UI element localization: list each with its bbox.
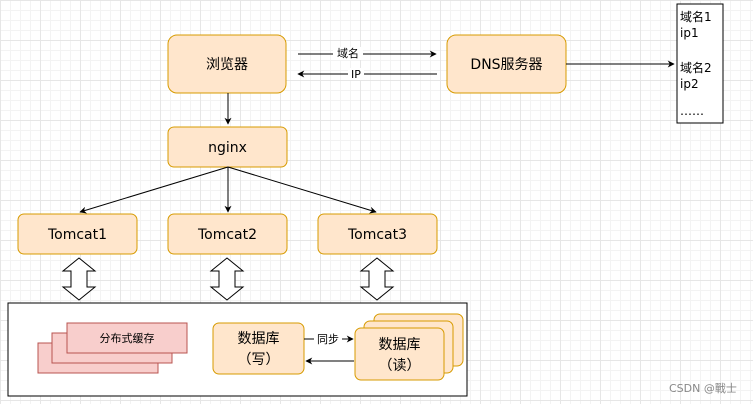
db-write-label-line1: 数据库: [238, 331, 280, 347]
tomcat1-node: Tomcat1: [17, 213, 138, 255]
domain-request-edge: 域名: [298, 46, 437, 60]
nginx-to-tomcat1-edge: [79, 166, 229, 214]
nginx-to-tomcat3-edge: [227, 166, 377, 214]
double-arrow-tomcat1: [61, 257, 97, 301]
db-write-label-line2: （写）: [238, 352, 280, 368]
double-arrow-tomcat2: [209, 257, 245, 301]
nginx-node: nginx: [167, 126, 288, 168]
dns-entry-domain1: 域名1: [680, 9, 712, 24]
domain-edge-label: 域名: [337, 46, 359, 60]
db-write-node: 数据库 （写）: [212, 322, 305, 375]
sync-edge: 同步: [304, 332, 354, 346]
tomcat2-label: Tomcat2: [197, 227, 257, 243]
dns-server-label: DNS服务器: [470, 57, 542, 73]
ip-edge-label: IP: [351, 68, 361, 81]
dns-record-table: 域名1 ip1 域名2 ip2 ……: [676, 3, 724, 124]
db-read-label-line2: （读）: [379, 357, 421, 374]
double-arrow-tomcat3: [359, 257, 395, 301]
tomcat2-node: Tomcat2: [167, 213, 288, 255]
dns-server-node: DNS服务器: [446, 34, 567, 94]
dns-entry-ellipsis: ……: [680, 104, 704, 118]
dns-entry-ip2: ip2: [680, 77, 699, 91]
tomcat3-label: Tomcat3: [347, 227, 407, 243]
watermark: CSDN @戰士: [669, 382, 737, 395]
db-read-stack: 数据库 （读）: [354, 313, 464, 381]
dns-entry-domain2: 域名2: [680, 60, 712, 75]
sync-edge-label: 同步: [317, 333, 339, 346]
dns-entry-ip1: ip1: [680, 26, 699, 40]
db-read-label-line1: 数据库: [379, 337, 421, 353]
browser-node: 浏览器: [167, 34, 287, 94]
tomcat3-node: Tomcat3: [317, 213, 438, 255]
browser-label: 浏览器: [206, 57, 248, 73]
distributed-cache-stack: 分布式缓存: [37, 322, 188, 374]
ip-response-edge: IP: [297, 68, 437, 81]
tomcat1-label: Tomcat1: [47, 227, 107, 243]
distributed-cache-label: 分布式缓存: [100, 331, 155, 345]
nginx-label: nginx: [208, 140, 247, 156]
